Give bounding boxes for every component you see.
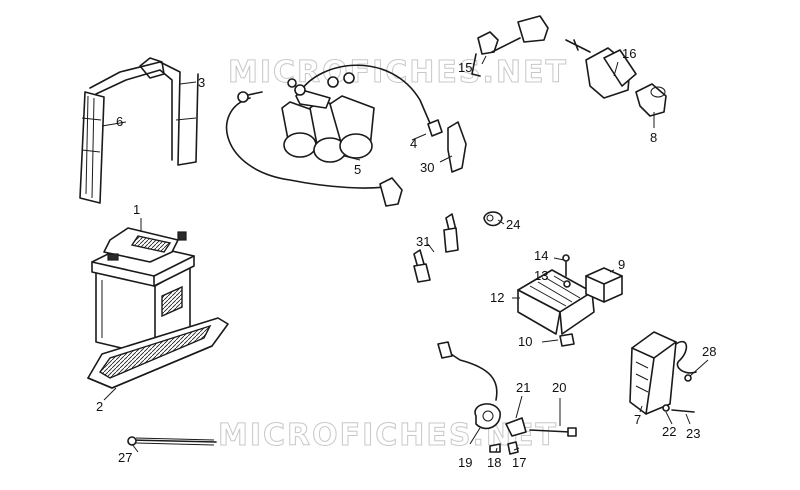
callout-30: 30 xyxy=(420,160,434,175)
callout-5: 5 xyxy=(354,162,361,177)
callout-8: 8 xyxy=(650,130,657,145)
callout-1: 1 xyxy=(133,202,140,217)
callout-4: 4 xyxy=(410,136,417,151)
callout-3: 3 xyxy=(198,75,205,90)
callout-6: 6 xyxy=(116,114,123,129)
callout-28: 28 xyxy=(702,344,716,359)
callout-17: 17 xyxy=(512,455,526,470)
ignition-switch xyxy=(565,39,667,117)
callout-10: 10 xyxy=(518,334,532,349)
callout-9: 9 xyxy=(618,257,625,272)
callout-16: 16 xyxy=(622,46,636,61)
spark-plugs xyxy=(413,211,503,283)
battery-tray xyxy=(87,317,229,389)
callout-21: 21 xyxy=(516,380,530,395)
callout-2: 2 xyxy=(96,399,103,414)
callout-18: 18 xyxy=(487,455,501,470)
callout-labels: 1 2 3 4 5 6 8 9 10 12 13 14 15 16 17 18 … xyxy=(96,46,716,470)
callout-31: 31 xyxy=(416,234,430,249)
callout-27: 27 xyxy=(118,450,132,465)
pickup-sensor xyxy=(437,341,577,455)
callout-14: 14 xyxy=(534,248,548,263)
callout-12: 12 xyxy=(490,290,504,305)
callout-13: 13 xyxy=(534,268,548,283)
callout-15: 15 xyxy=(458,60,472,75)
callout-24: 24 xyxy=(506,217,520,232)
watermark-top: MICROFICHES.NET xyxy=(228,55,568,90)
leader-lines xyxy=(101,55,709,453)
cable-tie xyxy=(127,436,217,446)
callout-19: 19 xyxy=(458,455,472,470)
control-unit xyxy=(629,331,697,415)
ignition-coils xyxy=(225,64,467,207)
callout-22: 22 xyxy=(662,424,676,439)
callout-23: 23 xyxy=(686,426,700,441)
callout-20: 20 xyxy=(552,380,566,395)
battery-strap xyxy=(79,57,199,204)
kill-switch xyxy=(471,15,549,77)
voltage-regulator xyxy=(517,254,623,347)
callout-7: 7 xyxy=(634,412,641,427)
